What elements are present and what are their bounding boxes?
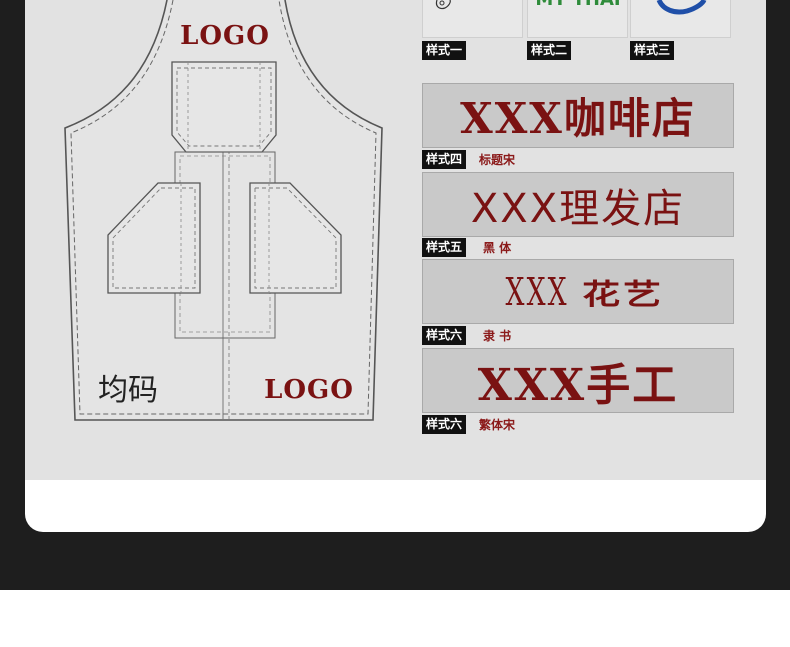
style5-tag: 样式五 <box>422 238 467 257</box>
style4-sample-plate: XXX咖啡店 <box>422 83 734 148</box>
style5-font-note: 黑 体 <box>483 241 512 255</box>
style6-sample-plate: XXX 花艺 <box>422 259 734 324</box>
style7-tag: 样式六 <box>422 415 467 434</box>
style1-logo-icon <box>435 0 451 10</box>
style5-sample-text: XXX理发店 <box>470 185 686 232</box>
style7-sample-text: XXX手工 <box>477 359 679 411</box>
product-panel: LOGO LOGO 均码 MY THAI 样式一 样式二 样式三 XXX咖啡店 … <box>25 0 766 532</box>
style3-tag: 样式三 <box>630 41 675 60</box>
style3-logo-icon <box>656 0 707 15</box>
style1-tag: 样式一 <box>422 41 467 60</box>
style4-tag: 样式四 <box>422 150 467 169</box>
style5-sample-plate: XXX理发店 <box>422 172 734 237</box>
style6-font-note: 隶 书 <box>483 329 512 343</box>
apron-drawing: LOGO LOGO 均码 <box>64 0 383 421</box>
style6-tag: 样式六 <box>422 326 467 345</box>
style1-thumbnail <box>422 0 523 38</box>
style4-sample-text: XXX咖啡店 <box>460 94 696 143</box>
left-pocket <box>107 182 201 294</box>
style3-thumbnail <box>630 0 731 38</box>
style7-font-note: 繁体宋 <box>479 418 516 432</box>
style2-logo-icon: MY THAI <box>535 0 620 10</box>
apron-logo-top: LOGO <box>180 21 270 51</box>
style2-logo-text: MY THAI <box>535 0 620 10</box>
style6-sample-cjk: 花艺 <box>582 276 665 311</box>
right-pocket <box>249 182 342 294</box>
style6-sample-latin: XXX <box>505 269 569 314</box>
apron-size-label: 均码 <box>98 373 158 408</box>
style2-tag: 样式二 <box>527 41 572 60</box>
style4-font-note: 标题宋 <box>479 153 516 167</box>
apron-stitch-line <box>70 0 377 415</box>
apron-logo-bottom: LOGO <box>264 375 354 405</box>
style7-sample-plate: XXX手工 <box>422 348 734 413</box>
style2-thumbnail: MY THAI <box>527 0 628 38</box>
